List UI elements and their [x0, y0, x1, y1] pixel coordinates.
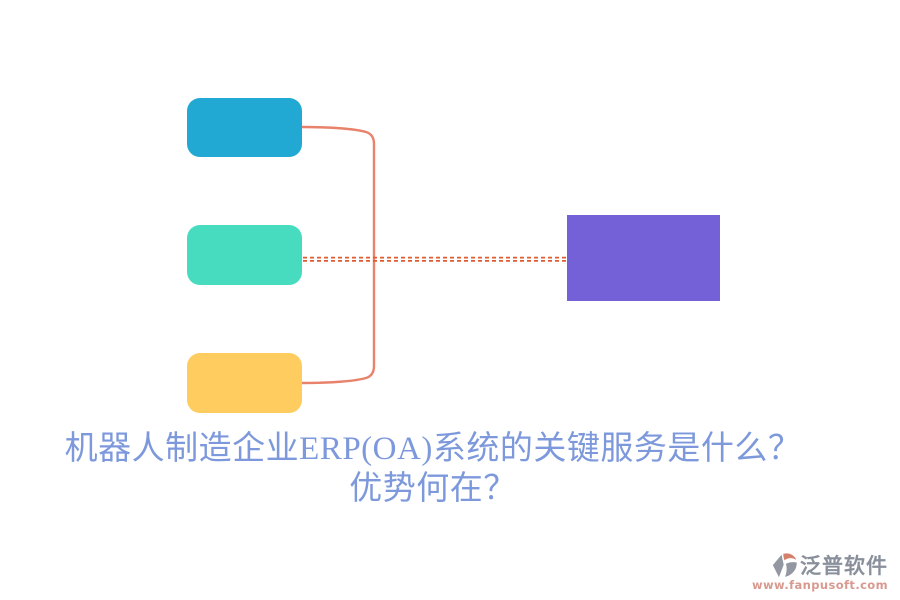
flow-node-step-2 [187, 225, 302, 285]
brand-url: www.fanpusoft.com [752, 578, 888, 592]
diagram-title: 机器人制造企业ERP(OA)系统的关键服务是什么？ 优势何在？ [0, 429, 866, 509]
brand-watermark: 泛普软件 www.fanpusoft.com [752, 552, 888, 592]
flow-node-step-1 [187, 98, 302, 157]
diagram-title-line-1: 机器人制造企业ERP(OA)系统的关键服务是什么？ [64, 431, 802, 467]
flow-node-step-3 [187, 353, 302, 413]
flow-node-result [567, 215, 720, 301]
brand-name: 泛普软件 [800, 554, 888, 578]
bracket-connector-line [300, 125, 376, 385]
diagram-title-line-2: 优势何在？ [349, 471, 517, 507]
fanpu-logo-icon [772, 553, 797, 578]
brand-row: 泛普软件 [772, 552, 888, 580]
